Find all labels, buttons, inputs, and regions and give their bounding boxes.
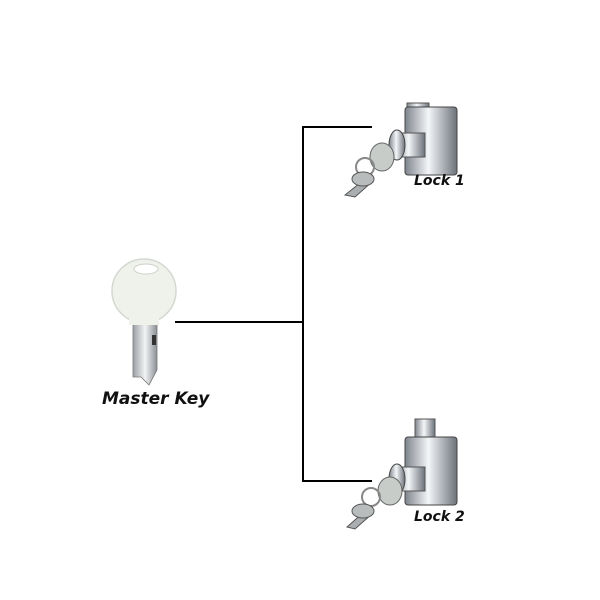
master-key-icon [111,258,177,386]
connector-to-lock-2 [302,480,372,482]
lock-1-label: Lock 1 [414,173,465,189]
master-key-label: Master Key [102,389,210,409]
connector-trunk [302,126,304,482]
lock-1-icon [343,102,458,198]
lock-2-label: Lock 2 [414,509,465,525]
lock-2-icon [345,418,458,530]
connector-to-lock-1 [302,126,372,128]
connector-key-to-trunk [175,321,304,323]
